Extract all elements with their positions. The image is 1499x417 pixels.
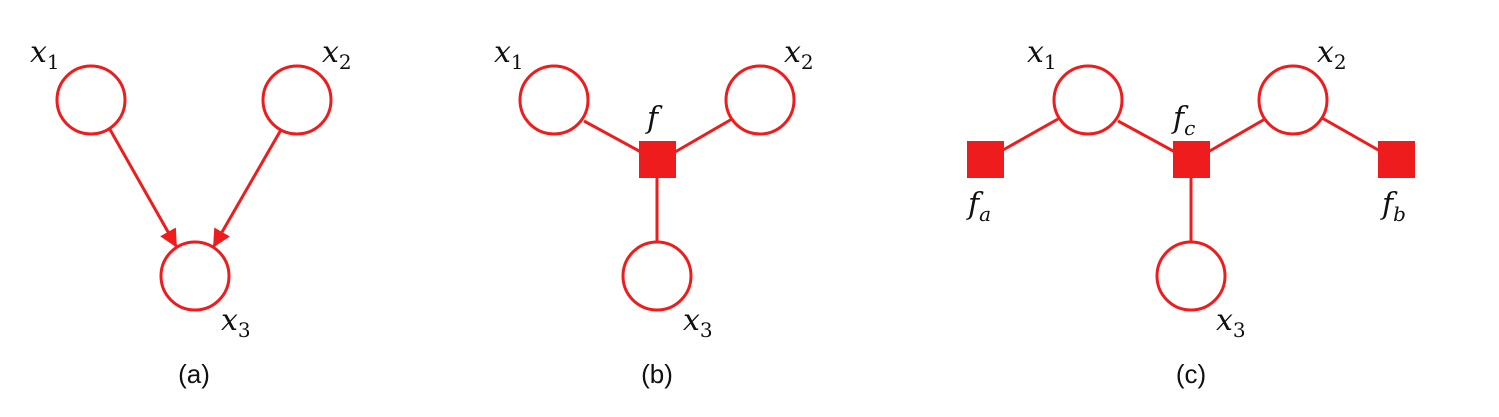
node-x1	[55, 64, 127, 136]
caption-c: (c)	[1176, 359, 1206, 389]
factor-fa	[967, 141, 1004, 178]
label-x1: x1	[30, 35, 60, 74]
factor-fc	[1173, 141, 1210, 178]
edge-x1-f	[583, 119, 642, 154]
factor-f	[639, 141, 676, 178]
panel-c: x1 x2 x3 fc fa fb (c)	[966, 35, 1415, 389]
caption-a: (a)	[178, 359, 210, 389]
factor-fb	[1378, 141, 1415, 178]
caption-b: (b)	[641, 359, 673, 389]
label-x3: x3	[221, 303, 251, 342]
edge-x1-fc	[1117, 119, 1176, 154]
edge-fa-x1	[1002, 117, 1059, 152]
node-x3	[159, 240, 231, 312]
label-x1: x1	[494, 35, 524, 74]
label-fb: fb	[1380, 187, 1406, 226]
label-x3: x3	[683, 303, 713, 342]
label-x2: x2	[784, 35, 814, 74]
edge-x1-x3	[106, 125, 178, 248]
edge-x2-fb	[1321, 116, 1381, 153]
label-x1: x1	[1027, 35, 1057, 74]
label-f: f	[645, 101, 663, 136]
label-x3: x3	[1216, 303, 1246, 342]
panel-b: x1 x2 x3 f (b)	[494, 35, 814, 389]
label-x2: x2	[322, 35, 352, 74]
node-x2	[724, 64, 796, 136]
node-x2	[261, 64, 333, 136]
edge-x2-f	[674, 117, 733, 154]
node-x1	[518, 64, 590, 136]
label-x2: x2	[1317, 35, 1347, 74]
node-x3	[1155, 240, 1227, 312]
node-x2	[1257, 64, 1329, 136]
edge-x2-fc	[1207, 117, 1266, 154]
panel-a: x1 x2 x3 (a)	[30, 35, 352, 389]
edge-x2-x3	[212, 127, 284, 248]
node-x1	[1052, 64, 1124, 136]
label-fc: fc	[1171, 101, 1195, 140]
label-fa: fa	[966, 187, 991, 226]
node-x3	[621, 240, 693, 312]
